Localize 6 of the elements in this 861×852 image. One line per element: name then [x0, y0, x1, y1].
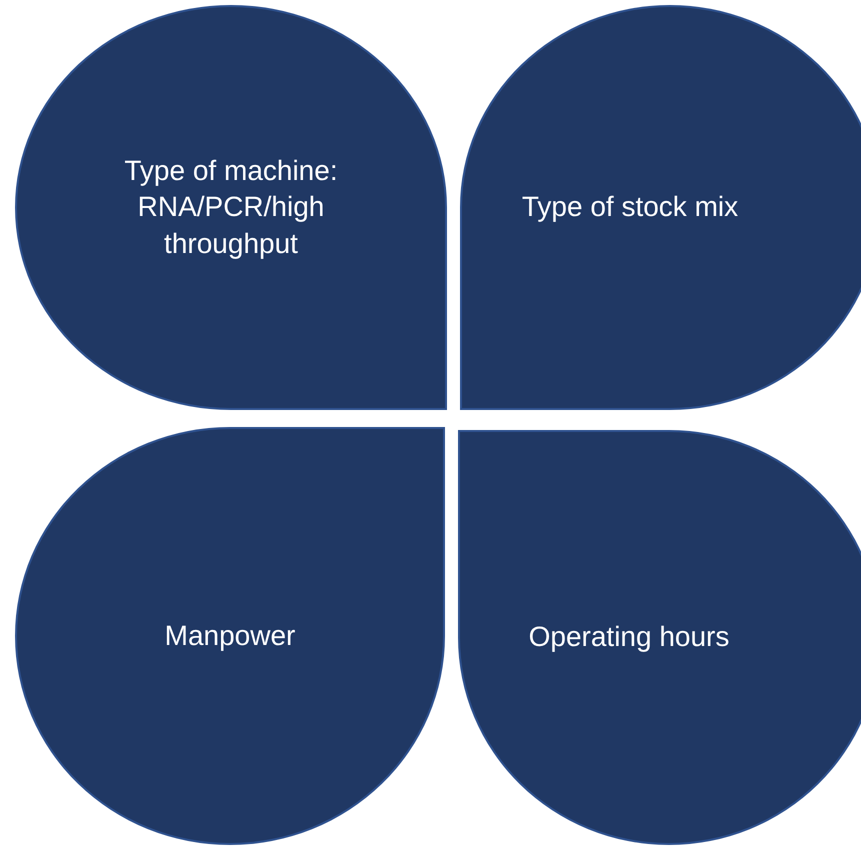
petal-label: Operating hours	[528, 620, 730, 654]
petal-label: Manpower	[164, 618, 296, 653]
petal-label: Type of machine: RNA/PCR/high throughput	[123, 154, 339, 261]
petal-shape	[458, 430, 861, 845]
petal-shape	[460, 5, 861, 410]
petal-label: Type of stock mix	[522, 190, 738, 224]
